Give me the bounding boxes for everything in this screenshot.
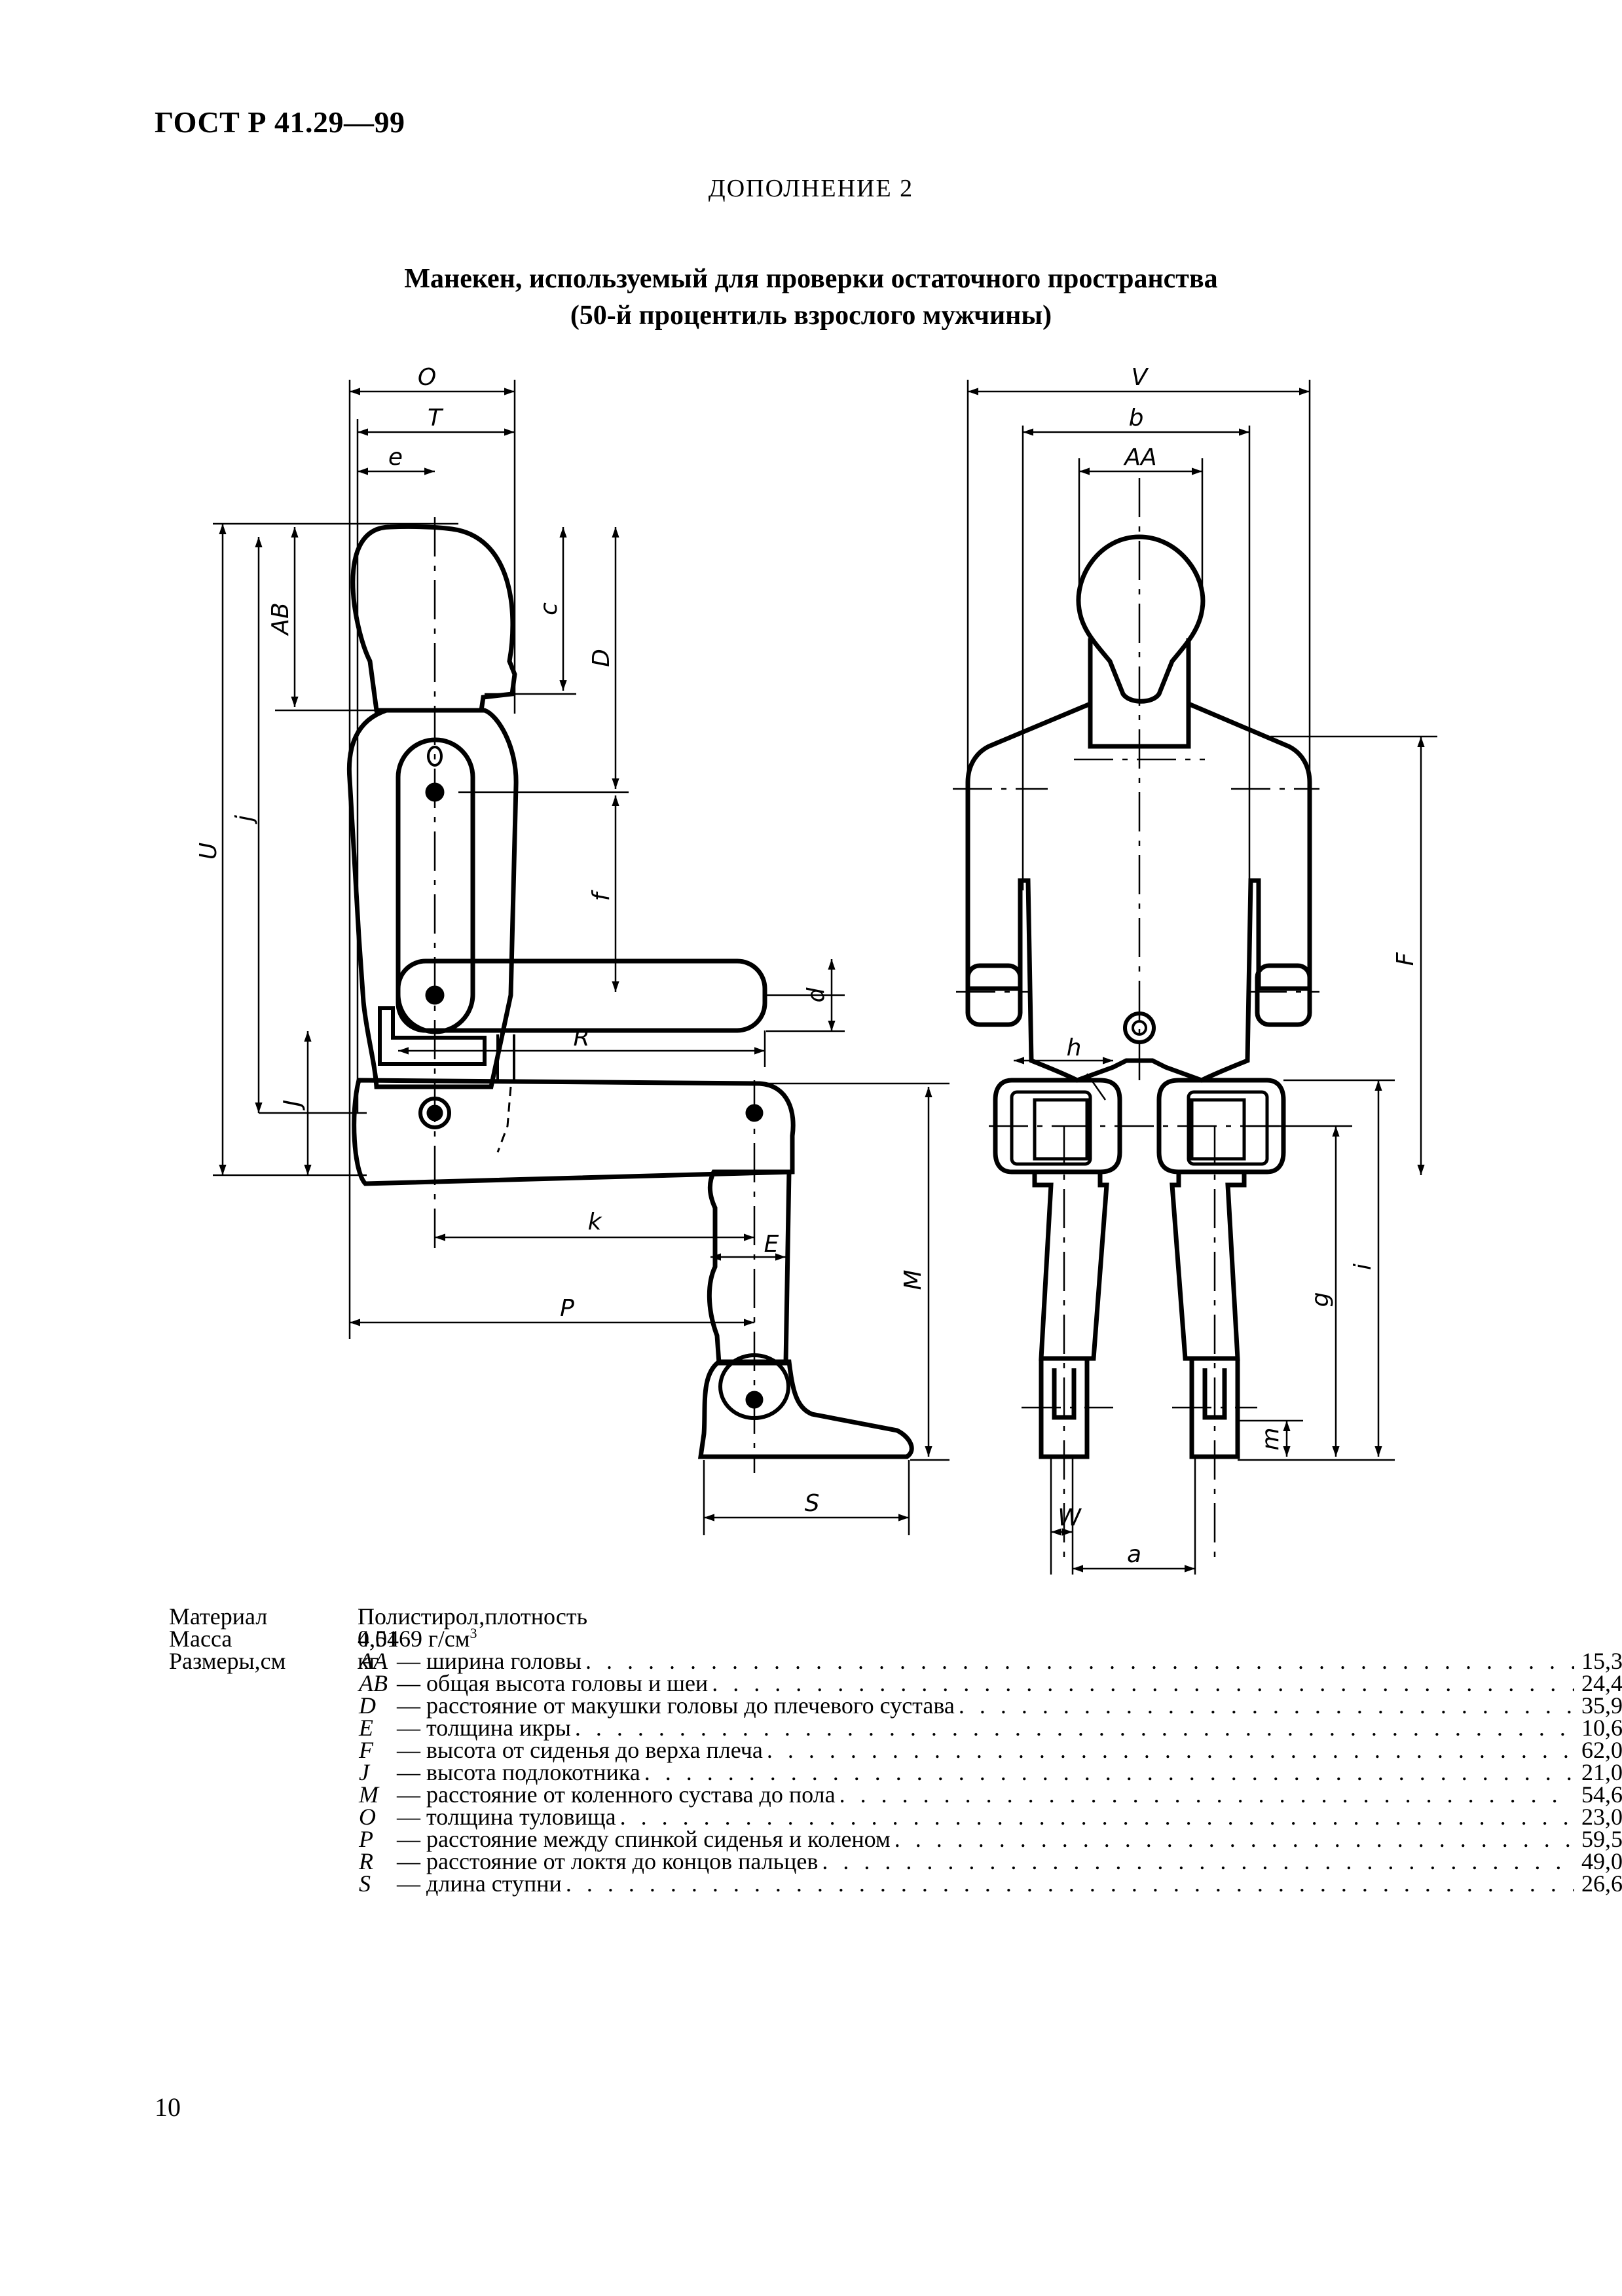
dimension-description: — толщина туловища <box>397 1804 616 1830</box>
label-D: D <box>588 649 615 667</box>
mass-value: 4,54 кг <box>358 1626 399 1674</box>
label-g: g <box>1307 1292 1334 1307</box>
side-torso <box>346 708 519 1089</box>
dimension-value: 15,3 <box>1581 1648 1622 1674</box>
leader-dots: . . . . . . . . . . . . . . . . . . . . … <box>822 1850 1574 1872</box>
label-R: R <box>573 1025 589 1051</box>
leader-dots: . . . . . . . . . . . . . . . . . . . . … <box>585 1650 1574 1672</box>
label-f: f <box>588 889 615 901</box>
dimension-code: R <box>359 1848 373 1874</box>
front-right-shin <box>1170 1172 1247 1361</box>
front-head <box>1076 534 1206 704</box>
dimension-value: 54,6 <box>1581 1781 1622 1808</box>
figure-title-line1: Манекен, используемый для проверки остат… <box>404 264 1218 294</box>
dimension-value: 24,4 <box>1581 1670 1622 1696</box>
dimension-code: O <box>359 1804 376 1830</box>
dimension-code: J <box>359 1759 369 1785</box>
leader-dots: . . . . . . . . . . . . . . . . . . . . … <box>644 1761 1574 1783</box>
label-U: U <box>195 843 222 860</box>
standard-number: ГОСТ Р 41.29—99 <box>155 105 405 139</box>
leader-dots: . . . . . . . . . . . . . . . . . . . . … <box>766 1739 1574 1761</box>
dimensions-label: Размеры,см <box>169 1648 286 1674</box>
label-E: E <box>764 1231 779 1258</box>
front-view <box>953 380 1437 1575</box>
dimension-description: — расстояние от локтя до концов пальцев <box>397 1848 819 1874</box>
dimension-code: F <box>359 1737 373 1763</box>
leader-dots: . . . . . . . . . . . . . . . . . . . . … <box>839 1783 1574 1806</box>
dimension-value: 35,9 <box>1581 1692 1622 1719</box>
label-k: k <box>588 1209 603 1235</box>
figure-title-line2: (50-й процентиль взрослого мужчины) <box>570 301 1052 331</box>
leader-dots: . . . . . . . . . . . . . . . . . . . . … <box>958 1694 1574 1717</box>
dimension-description: — длина ступни <box>397 1870 562 1897</box>
label-F: F <box>1392 951 1419 966</box>
front-left-shin <box>1032 1172 1109 1361</box>
dimension-code: D <box>359 1692 376 1719</box>
dimension-value: 26,6 <box>1581 1870 1622 1897</box>
dimension-description: — ширина головы <box>397 1648 582 1674</box>
dimension-code: E <box>359 1715 373 1741</box>
material-value: Полистирол,плотность 0,0169 г/см3 <box>358 1603 587 1652</box>
side-lower-leg <box>707 1169 792 1366</box>
leader-dots: . . . . . . . . . . . . . . . . . . . . … <box>565 1872 1574 1895</box>
label-d: d <box>803 987 830 1002</box>
dimension-description: — толщина икры <box>397 1715 571 1741</box>
label-b: b <box>1129 405 1144 431</box>
dimension-description: — расстояние от макушки головы до плечев… <box>397 1692 955 1719</box>
label-J: J <box>279 1100 306 1111</box>
label-T: T <box>428 405 444 431</box>
dimension-code: M <box>359 1781 378 1808</box>
front-right-thigh <box>1156 1078 1286 1175</box>
dimension-value: 23,0 <box>1581 1804 1622 1830</box>
side-head <box>350 524 517 713</box>
dimension-code: AA <box>359 1648 388 1674</box>
front-left-hand <box>965 963 1023 1027</box>
dimension-description: — высота от сиденья до верха плеча <box>397 1737 763 1763</box>
dimension-description: — расстояние от коленного сустава до пол… <box>397 1781 836 1808</box>
side-view <box>213 380 949 1535</box>
label-h: h <box>1067 1034 1082 1061</box>
label-V: V <box>1132 364 1149 391</box>
label-i: i <box>1350 1264 1376 1270</box>
label-P: P <box>560 1295 574 1322</box>
front-right-hand <box>1255 963 1312 1027</box>
dimension-description: — высота подлокотника <box>397 1759 640 1785</box>
dimension-code: P <box>359 1826 373 1852</box>
dimension-description: — общая высота головы и шеи <box>397 1670 709 1696</box>
label-O: O <box>418 364 436 391</box>
label-M: M <box>900 1269 927 1290</box>
label-c: c <box>536 602 562 615</box>
dimension-value: 21,0 <box>1581 1759 1622 1785</box>
label-j: j <box>231 815 258 825</box>
supplement-heading: ДОПОЛНЕНИЕ 2 <box>708 175 914 202</box>
label-S: S <box>805 1490 820 1517</box>
side-foot <box>697 1359 914 1459</box>
label-e: e <box>388 444 403 471</box>
dimension-value: 49,0 <box>1581 1848 1622 1874</box>
side-pelvis <box>378 1006 487 1066</box>
label-W: W <box>1058 1504 1082 1531</box>
dimension-value: 10,6 <box>1581 1715 1622 1741</box>
label-a: a <box>1127 1541 1141 1568</box>
label-AB: AB <box>267 602 294 636</box>
label-m: m <box>1257 1427 1284 1450</box>
leader-dots: . . . . . . . . . . . . . . . . . . . . … <box>574 1717 1574 1739</box>
leader-dots: . . . . . . . . . . . . . . . . . . . . … <box>712 1672 1574 1694</box>
page-number: 10 <box>155 2092 181 2122</box>
dimension-value: 59,5 <box>1581 1826 1622 1852</box>
figure-title: Манекен, используемый для проверки остат… <box>0 261 1622 334</box>
leader-dots: . . . . . . . . . . . . . . . . . . . . … <box>894 1828 1574 1850</box>
dimension-description: — расстояние между спинкой сиденья и кол… <box>397 1826 891 1852</box>
dimension-code: S <box>359 1870 371 1897</box>
dimension-value: 62,0 <box>1581 1737 1622 1763</box>
material-label: Материал <box>169 1603 268 1630</box>
label-AA: AA <box>1123 444 1156 471</box>
dimension-code: AB <box>359 1670 388 1696</box>
side-thigh <box>352 1078 796 1186</box>
side-forearm <box>396 958 767 1033</box>
mass-label: Масса <box>169 1626 232 1652</box>
leader-dots: . . . . . . . . . . . . . . . . . . . . … <box>619 1806 1574 1828</box>
